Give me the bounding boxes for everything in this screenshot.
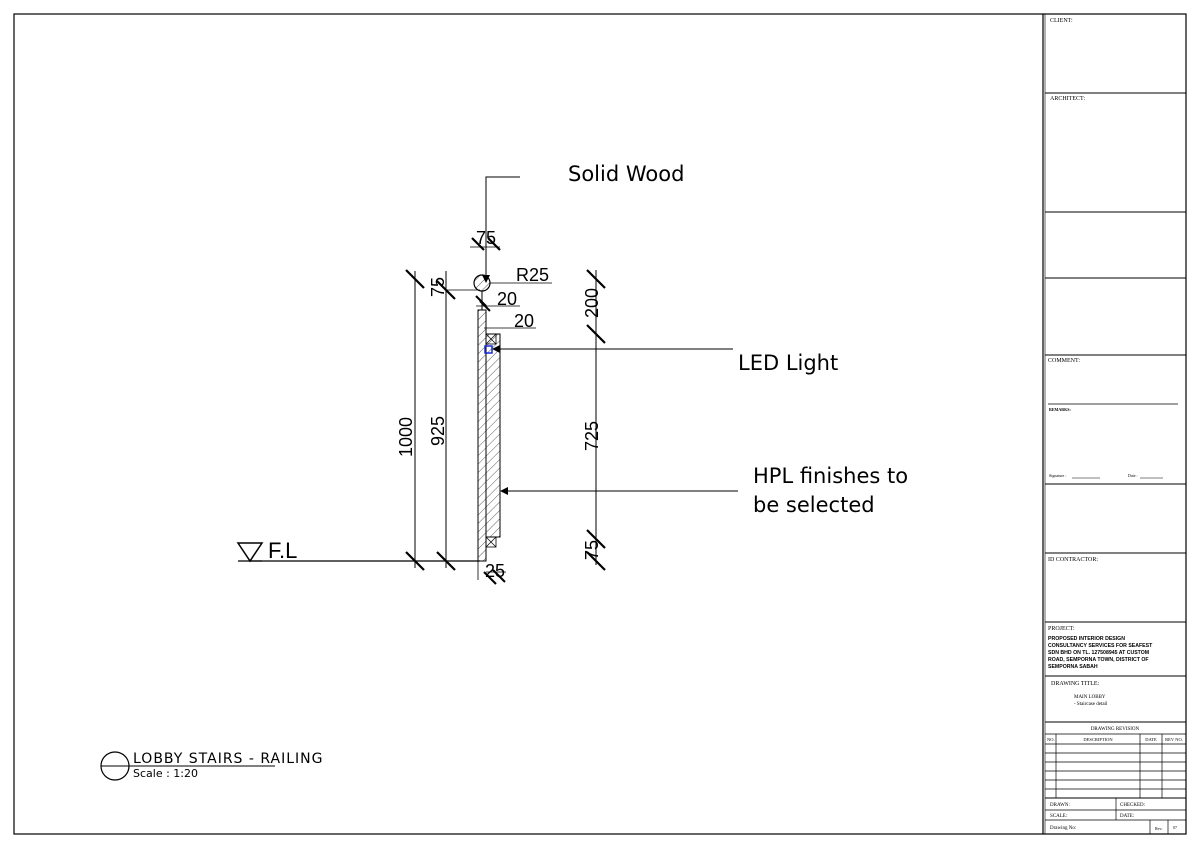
rev-col-no: NO.	[1047, 737, 1055, 742]
rev-col-description: DESCRIPTION	[1083, 737, 1113, 742]
project-line: ROAD, SEMPORNA TOWN, DISTRICT OF	[1048, 657, 1149, 663]
dim-right-200: 200	[582, 288, 602, 318]
sheet-border	[13, 13, 1187, 835]
drawing-title-sub: - Staircase detail	[1074, 702, 1108, 707]
railing-section-drawing	[236, 176, 738, 585]
comment-label: COMMENT:	[1048, 358, 1080, 364]
revision-header: DRAWING REVISION	[1091, 727, 1140, 732]
dim-right-725: 725	[582, 421, 602, 451]
rev-label: Rev:	[1155, 826, 1163, 831]
remarks-label: REMARKS:	[1049, 407, 1071, 412]
dim-top-75: 75	[476, 228, 496, 248]
view-title: LOBBY STAIRS - RAILING	[133, 751, 324, 767]
scale-label: SCALE:	[1050, 814, 1067, 819]
rev-value: 07	[1173, 825, 1177, 830]
project-line: PROPOSED INTERIOR DESIGN	[1048, 636, 1125, 642]
dim-20-a: 20	[497, 289, 517, 309]
signature-label: Signature :	[1049, 473, 1066, 478]
callout-solid-wood: Solid Wood	[568, 162, 684, 186]
drawn-label: DRAWN:	[1050, 803, 1070, 808]
callout-hpl-line1: HPL finishes to	[753, 464, 908, 488]
project-description: PROPOSED INTERIOR DESIGN CONSULTANCY SER…	[1048, 636, 1153, 670]
rev-col-date: DATE	[1145, 737, 1157, 742]
dim-left-75: 75	[428, 277, 448, 297]
floor-level-symbol	[236, 542, 264, 563]
project-line: CONSULTANCY SERVICES FOR SEAFEST	[1048, 643, 1153, 649]
drawing-no-label: Drawing No:	[1050, 826, 1076, 831]
view-scale: Scale : 1:20	[133, 767, 198, 780]
dim-20-b: 20	[514, 311, 534, 331]
floor-level-label: F.L	[268, 538, 297, 563]
hpl-panel	[485, 333, 501, 538]
callout-hpl-line2: be selected	[753, 493, 875, 517]
checked-label: CHECKED:	[1120, 803, 1145, 808]
dim-bottom-25: 25	[485, 561, 505, 581]
project-line: SDN BHD ON TL. 127508945 AT CUSTOM	[1048, 650, 1149, 656]
id-contractor-label: ID CONTRACTOR:	[1048, 557, 1098, 563]
architect-label: ARCHITECT:	[1050, 96, 1085, 102]
date-label: Date :	[1128, 473, 1138, 478]
title-block	[1042, 14, 1186, 834]
dim-right-75: 75	[582, 540, 602, 560]
dim-r25: R25	[516, 265, 549, 285]
rev-col-rev-no: REV NO.	[1165, 737, 1183, 742]
client-label: CLIENT:	[1050, 18, 1073, 24]
project-label: PROJECT:	[1048, 626, 1075, 632]
callout-led-light: LED Light	[738, 351, 838, 375]
project-line: SEMPORNA SABAH	[1048, 664, 1098, 670]
dim-left-1000: 1000	[396, 417, 416, 457]
drawing-title-main: MAIN LOBBY	[1074, 695, 1106, 700]
date2-label: DATE:	[1120, 814, 1134, 819]
led-light-marker	[484, 345, 493, 354]
dim-left-925: 925	[428, 416, 448, 446]
drawing-title-label: DRAWING TITLE:	[1051, 681, 1100, 687]
